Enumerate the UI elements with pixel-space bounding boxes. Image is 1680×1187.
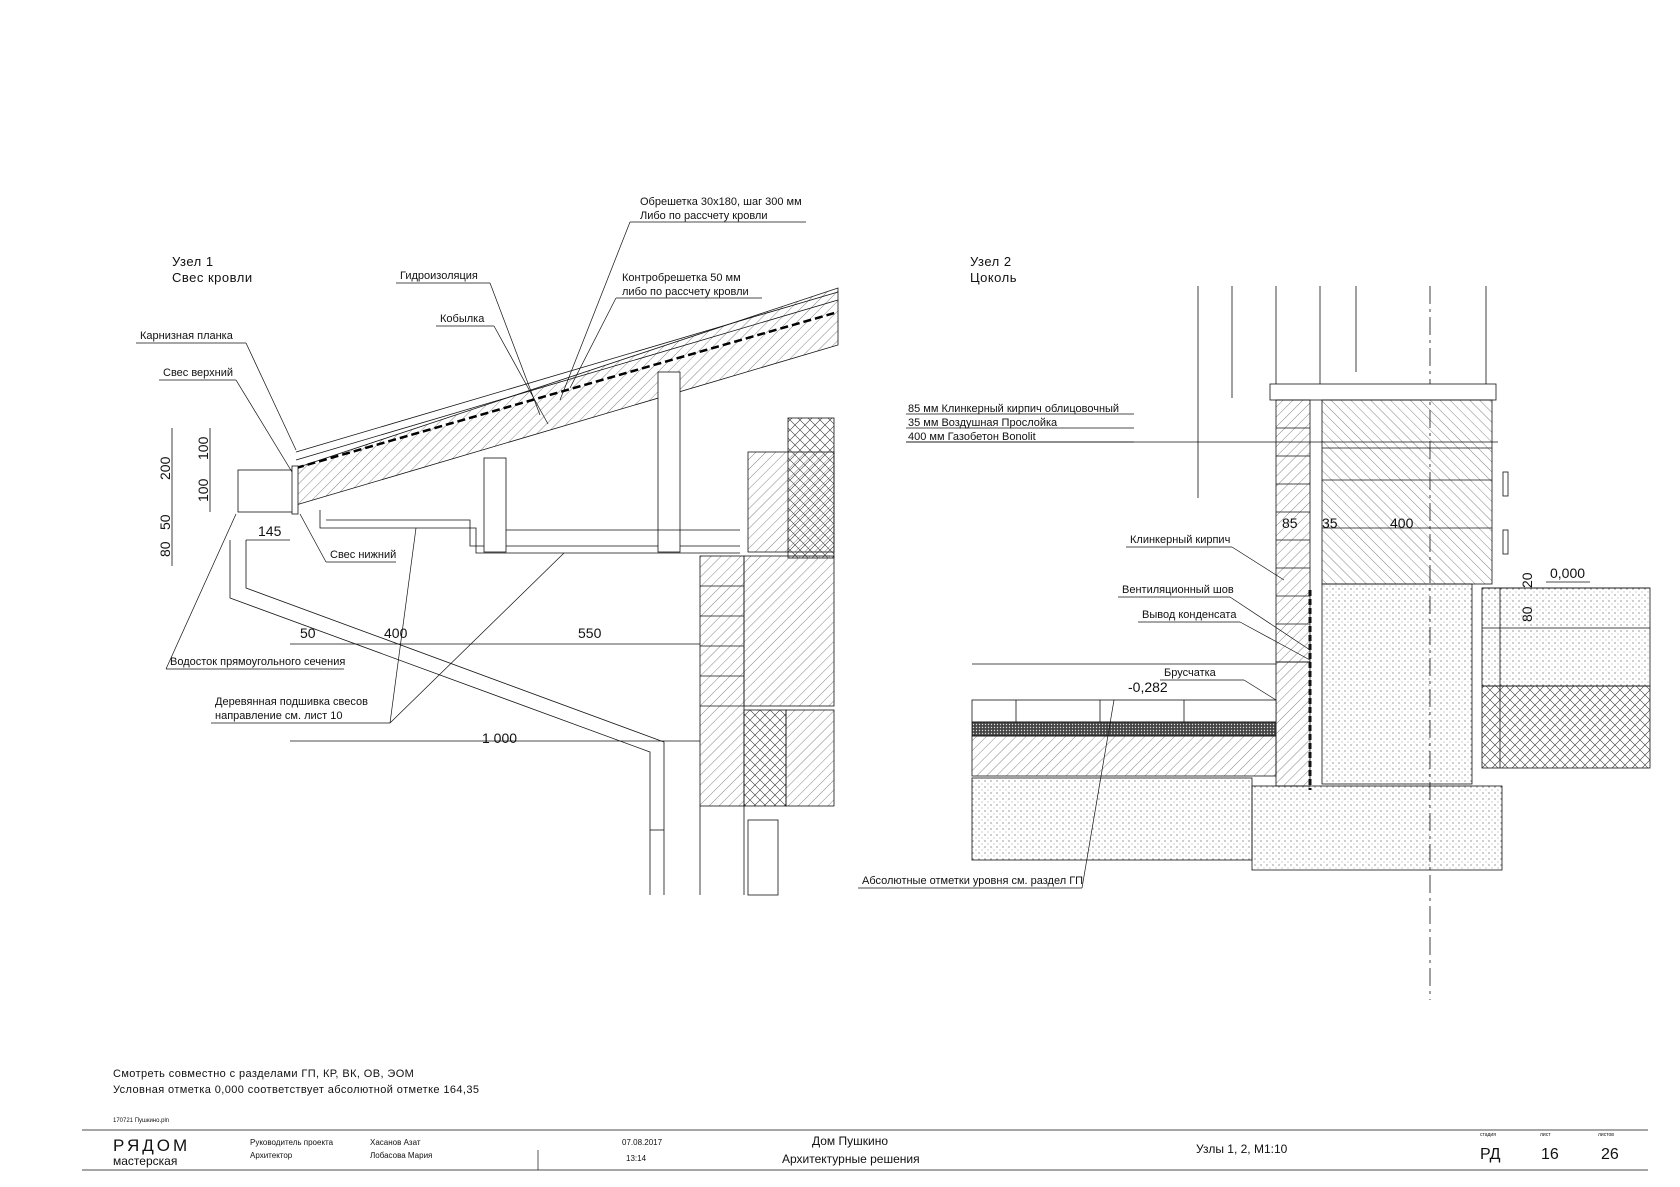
time: 13:14: [626, 1154, 647, 1163]
note-line-1: Смотреть совместно с разделами ГП, КР, В…: [113, 1068, 415, 1080]
label-kondensat: Вывод конденсата: [1142, 609, 1237, 621]
label-absolut: Абсолютные отметки уровня см. раздел ГП: [862, 875, 1083, 887]
node2-drawing: [906, 286, 1651, 1000]
date: 07.08.2017: [622, 1138, 663, 1147]
label-podshivka-2: направление см. лист 10: [215, 710, 342, 722]
company-logo: РЯДОМ: [113, 1136, 191, 1155]
node1-title: Узел 1: [172, 254, 214, 269]
dim-550: 550: [578, 625, 602, 641]
level-zero: 0,000: [1550, 565, 1585, 581]
label-karniz: Карнизная планка: [140, 330, 234, 342]
node2-title: Узел 2: [970, 254, 1012, 269]
sheet-title: Узлы 1, 2, М1:10: [1196, 1142, 1288, 1156]
name-1: Хасанов Азат: [370, 1138, 421, 1147]
sheet-number: 16: [1541, 1146, 1559, 1163]
label-kontr-2: либо по рассчету кровли: [622, 286, 749, 298]
label-vent: Вентиляционный шов: [1122, 584, 1234, 596]
node1-subtitle: Свес кровли: [172, 270, 253, 285]
dim-100-b: 100: [195, 478, 211, 502]
label-obreshetka-1: Обрешетка 30х180, шаг 300 мм: [640, 196, 802, 208]
dim-400: 400: [384, 625, 408, 641]
layer-3: 400 мм Газобетон Bonolit: [908, 431, 1036, 443]
stage-header: стадия: [1480, 1132, 1496, 1138]
dim-80-n2: 80: [1519, 606, 1535, 622]
role-1: Руководитель проекта: [250, 1138, 334, 1147]
label-sves-niz: Свес нижний: [330, 549, 396, 561]
project-name: Дом Пушкино: [812, 1134, 889, 1148]
dim-100-a: 100: [195, 436, 211, 460]
dim-50-v: 50: [157, 514, 173, 530]
dim-400-n2: 400: [1390, 515, 1414, 531]
dim-20: 20: [1519, 572, 1535, 588]
label-podshivka-1: Деревянная подшивка свесов: [215, 696, 368, 708]
dim-85: 85: [1282, 515, 1298, 531]
stage-value: РД: [1480, 1146, 1501, 1163]
file-name: 170721 Пушкино.pln: [113, 1118, 170, 1124]
sheet-header: лист: [1540, 1132, 1551, 1138]
label-klinker: Клинкерный кирпич: [1130, 534, 1230, 546]
company-subtitle: мастерская: [113, 1154, 178, 1168]
dim-1000: 1 000: [482, 730, 517, 746]
dim-200: 200: [157, 456, 173, 480]
dim-145: 145: [258, 523, 282, 539]
label-gidro: Гидроизоляция: [400, 270, 478, 282]
label-obreshetka-2: Либо по рассчету кровли: [640, 210, 767, 222]
name-2: Лобасова Мария: [370, 1151, 433, 1160]
sheets-total: 26: [1601, 1146, 1619, 1163]
layer-2: 35 мм Воздушная Прослойка: [908, 417, 1058, 429]
role-2: Архитектор: [250, 1151, 293, 1160]
dim-35: 35: [1322, 515, 1338, 531]
level-negative: -0,282: [1128, 679, 1168, 695]
dim-50: 50: [300, 625, 316, 641]
label-sves-verh: Свес верхний: [163, 367, 233, 379]
node2-subtitle: Цоколь: [970, 270, 1017, 285]
layer-1: 85 мм Клинкерный кирпич облицовочный: [908, 403, 1119, 415]
sheets-header: листов: [1598, 1132, 1614, 1138]
title-block-frame: [82, 1129, 1648, 1171]
label-vodostok: Водосток прямоугольного сечения: [170, 656, 345, 668]
note-line-2: Условная отметка 0,000 соответствует абс…: [113, 1084, 480, 1096]
label-kobylka: Кобылка: [440, 313, 485, 325]
label-kontr-1: Контробрешетка 50 мм: [622, 272, 741, 284]
label-bruschatka: Брусчатка: [1164, 667, 1217, 679]
project-section: Архитектурные решения: [782, 1152, 920, 1166]
dim-80: 80: [157, 541, 173, 557]
node1-drawing: [171, 287, 839, 896]
